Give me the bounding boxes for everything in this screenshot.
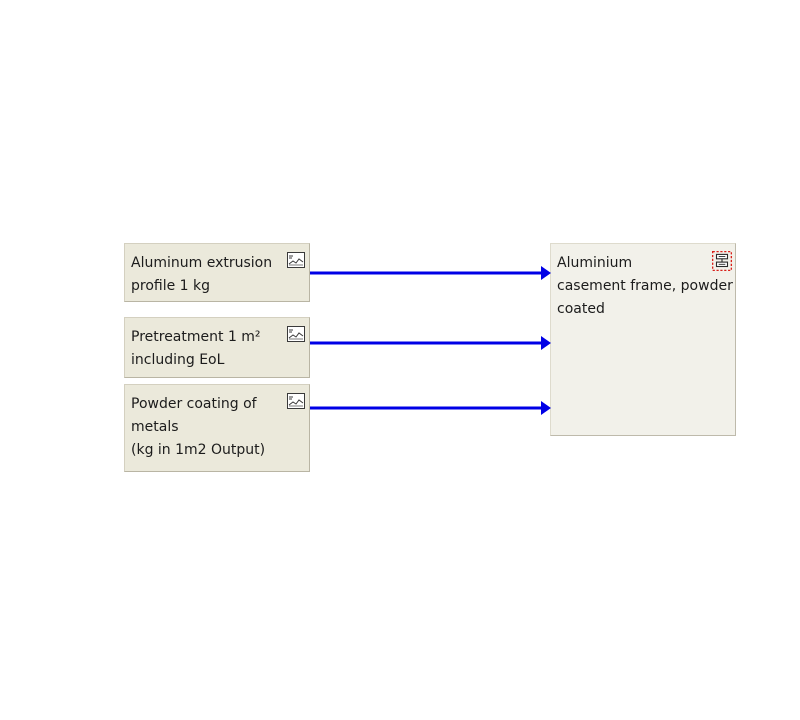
process-box-pretreatment[interactable]: Pretreatment 1 m² including EoL xyxy=(124,317,310,378)
process-box-powder-coating[interactable]: Powder coating of metals (kg in 1m2 Outp… xyxy=(124,384,310,472)
process-label: Aluminum extrusion profile 1 kg xyxy=(131,255,273,294)
process-label: Powder coating of metals (kg in 1m2 Outp… xyxy=(131,396,266,458)
unit-process-chart-icon xyxy=(287,326,305,342)
process-label: Pretreatment 1 m² including EoL xyxy=(131,329,261,368)
plan-system-icon xyxy=(711,250,733,272)
process-box-aluminium-casement-frame[interactable]: Aluminium casement frame, powder coated xyxy=(550,243,736,436)
unit-process-chart-icon xyxy=(287,252,305,268)
unit-process-chart-icon xyxy=(287,393,305,409)
process-box-aluminum-extrusion[interactable]: Aluminum extrusion profile 1 kg xyxy=(124,243,310,302)
process-label: Aluminium casement frame, powder coated xyxy=(557,255,733,317)
